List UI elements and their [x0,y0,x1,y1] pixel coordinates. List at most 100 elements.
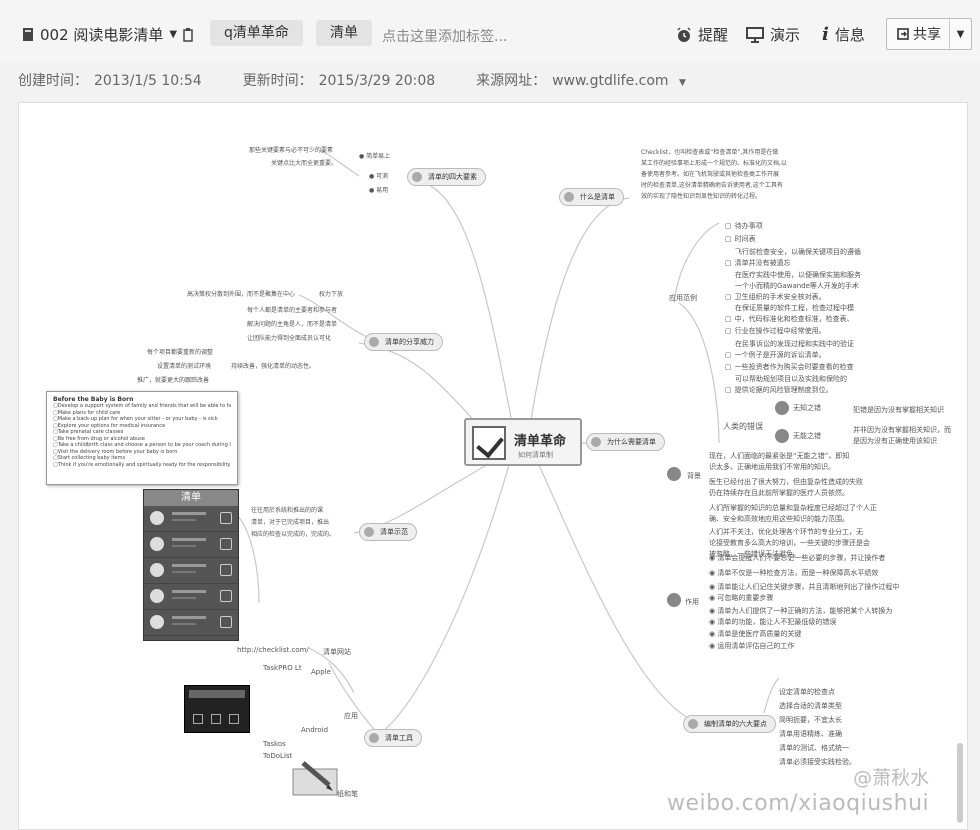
example-note: 清单，对于已完成项目，推出 [251,519,330,526]
apps-item: 在保证质量的软件工程，检查过程中模 [735,304,854,312]
incompetence-icon [775,429,789,443]
notebook-selector[interactable]: 002 阅读电影清单 ▼ [22,24,193,45]
branch-label: 清单工具 [385,734,413,742]
branch-label: 编制清单的六大要点 [704,720,767,728]
incompetence-label: 无能之错 [793,432,821,440]
card-item: Make a back-up plan for when your sitter… [53,416,231,423]
share-icon [897,28,909,40]
tag-input[interactable]: 点击这里添加标签... [382,29,508,45]
elements-child: ● 可测 [369,173,389,180]
tools-site-label: 清单网站 [323,648,351,656]
present-button[interactable]: 演示 [746,24,800,45]
tag-chip[interactable]: 清单 [316,20,372,46]
branch-label: 清单的四大要素 [428,173,477,181]
card-item: Start collecting baby items [53,455,231,462]
branch-icon [591,437,601,447]
note-body-mindmap-image: 清单革命 如何清单制 清单的四大要素 那些关键要素与必不可少的要素 关键点比大而… [18,102,968,830]
info-button[interactable]: i 信息 [822,24,865,45]
apps-item: 在医疗实践中使用，以便确保实施和服务 [735,271,861,279]
tools-apps-label: 应用 [344,712,358,720]
howto-item: 清单的测试、格式统一 [779,744,849,752]
background-text: 现在，人们面临的最紧张是“无能之错”，即知 [709,452,850,460]
share-label: 共享 [913,27,941,43]
power-note: 持续改善，强化清单的动态性。 [231,363,316,370]
apps-parent-label: 应用范例 [669,294,697,302]
present-label: 演示 [770,26,801,44]
apps-item: 卫生组织的手术安全核对表。 [725,292,826,303]
apps-item: 行业在操作过程中经常使用。 [725,326,826,337]
power-note: 推广，就要更大的跟踪改善 [137,377,210,384]
tools-app: ToDoList [263,752,293,760]
watermark-handle: @萧秋水 [853,767,930,789]
tools-app: TaskPRO Lt [263,664,302,672]
what-text: 某工作的经验事项上形成一个规范的、标准化的文档,以 [641,160,787,167]
tools-app: Taskos [263,740,286,748]
apps-item: 在民事诉讼的发现过程和实践中的验证 [735,340,854,348]
card-item: Visit the delivery room before your baby… [53,449,231,456]
human-error-label: 人类的错误 [723,422,763,431]
effect-text: ◉ 可忽略的重要步骤 [709,594,774,602]
weibo-watermark: @萧秋水 weibo.com/xiaoqiushui [667,765,929,817]
person-icon [667,593,681,607]
chevron-down-icon: ▼ [169,29,178,40]
source-link[interactable]: www.gtdlife.com [552,73,669,89]
ignorance-icon [775,401,789,415]
phone-app-screenshot: 清单 [143,489,239,641]
share-button[interactable]: 共享 ▼ [886,18,972,50]
effect-label: 作用 [685,598,699,606]
apps-item: 中，代码标准化和检查标准，检查表、 [725,314,854,325]
tag-chip[interactable]: q清单革命 [210,20,303,46]
paw-icon [150,563,164,577]
note-meta: 创建时间：2013/1/5 10:54 更新时间：2015/3/29 20:08… [18,70,692,90]
apps-item: 飞行前检查安全，以确保关键项目的遵循 [735,248,861,256]
branch-label: 为什么需要清单 [607,438,656,446]
branch-power: 清单的分享威力 [364,333,443,351]
effect-text: ◉ 运用清单评估自己的工作 [709,642,795,650]
example-note: 往往用於系统和推出的的课 [251,507,324,514]
card-item: Explore your options for medical insuran… [53,423,231,430]
branch-icon [412,172,422,182]
checklist-example-card: Before the Baby is Born Develop a suppor… [46,391,238,485]
note-title-text: 002 阅读电影清单 [40,26,164,44]
apps-item: 待办事项 [725,221,763,232]
branch-label: 清单示范 [380,528,408,536]
chevron-down-icon[interactable]: ▼ [679,78,686,88]
howto-item: 清单用语精练、准确 [779,730,842,738]
paw-icon [150,537,164,551]
android-app-screenshot [184,685,250,733]
paw-icon [150,589,164,603]
branch-what: 什么是清单 [559,188,624,206]
share-dropdown-icon[interactable]: ▼ [956,28,965,40]
vertical-scrollbar[interactable] [957,743,963,823]
background-text: 医生已经付出了很大努力，但由复杂性造成的失败 [709,478,863,486]
apps-item: 一个例子是开源的诉讼清单。 [725,350,826,361]
background-text: 识太多，正确地运用我们不常用的知识。 [709,463,835,471]
notebook-icon [23,28,33,41]
power-note: 每个人都是清单的主要者和参与者 [247,307,338,314]
globe-icon [667,467,681,481]
effect-text: ◉ 清单的功能，能让人不犯最低级的错误 [709,618,837,626]
effect-text: ◉ 清单是使医疗高质量的关键 [709,630,802,638]
updated-label: 更新时间： [242,73,313,89]
branch-label: 什么是清单 [580,193,615,201]
what-text: Checklist，也叫检查表或“检查清单”,其作用是在做 [641,149,779,156]
card-item: Take a childbirth class and choose a per… [53,442,231,449]
branch-icon [369,733,379,743]
background-text: 被忽略，一些错误无法避免。 [709,550,800,558]
created-value: 2013/1/5 10:54 [94,73,202,89]
note-toolbar: 002 阅读电影清单 ▼ q清单革命 清单 点击这里添加标签... 提醒 演示 … [0,0,980,62]
remind-button[interactable]: 提醒 [676,24,728,45]
center-subtitle: 如何清单制 [518,451,553,459]
apps-item: 清单并没有被遗忘 [725,258,791,269]
elements-note: 那些关键要素与必不可少的要素 [249,147,334,154]
tools-paper: 纸和笔 [337,790,358,798]
presentation-icon [746,26,764,43]
card-item: Take prenatal care classes [53,429,231,436]
card-item: Be free from drug or alcohol abuse [53,436,231,443]
note-info-icon[interactable] [183,27,193,42]
branch-elements: 清单的四大要素 [407,168,486,186]
tools-site-link: http://checklist.com/ [237,646,309,654]
howto-item: 简明扼要，不宜太长 [779,716,842,724]
tools-app: Android [301,726,329,734]
elements-note: 关键点比大而全更重要。 [271,160,338,167]
